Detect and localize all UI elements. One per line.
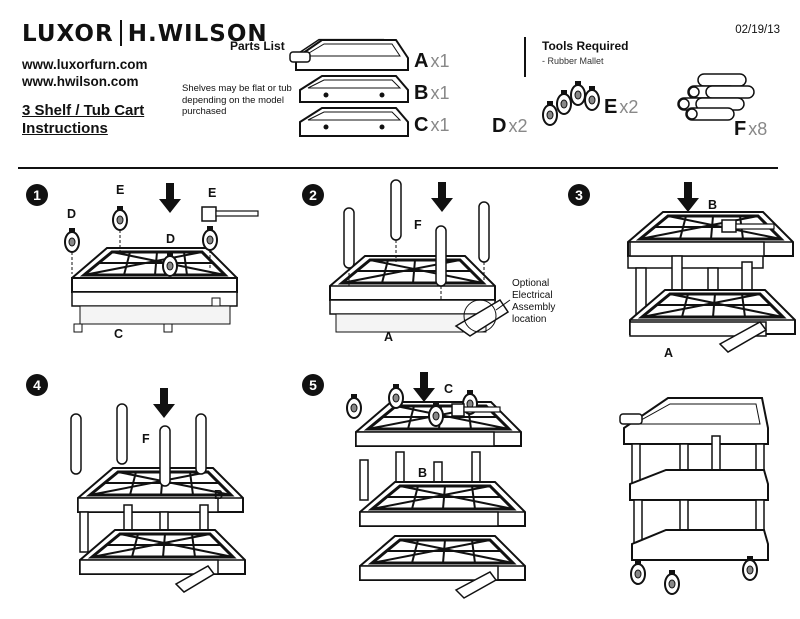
step-1-label-e1: E [116, 183, 125, 197]
parts-list-heading: Parts List [230, 39, 285, 53]
brand-logo: LUXOR H.WILSON [22, 20, 268, 47]
tools-divider [524, 37, 526, 77]
step-2-label-f: F [414, 218, 422, 232]
brand-hwilson: H.WILSON [127, 21, 268, 47]
step-3-label-a: A [664, 346, 674, 360]
step-5-label-b: B [418, 466, 428, 480]
step-1-number: 1 [26, 184, 48, 206]
url-hwilson[interactable]: www.hwilson.com [22, 74, 139, 89]
tools-item: - Rubber Mallet [542, 56, 604, 66]
step-4-label-f: F [142, 432, 150, 446]
step-5-number: 5 [302, 374, 324, 396]
parts-note: Shelves may be flat or tub depending on … [182, 83, 292, 117]
step-4-label-b: B [214, 488, 224, 502]
step-1-label-e2: E [208, 186, 217, 200]
page-title-line-2: Instructions [22, 120, 108, 137]
step-2-number: 2 [302, 184, 324, 206]
brand-separator [119, 20, 122, 46]
step-1-label-d1: D [67, 207, 77, 221]
step-4-number: 4 [26, 374, 48, 396]
page-title-line-1: 3 Shelf / Tub Cart [22, 102, 145, 119]
step-3-number: 3 [568, 184, 590, 206]
step-2-label-a: A [384, 330, 394, 344]
document-date: 02/19/13 [735, 24, 780, 36]
step-5-label-c: C [444, 382, 454, 396]
step-3-label-b: B [708, 198, 718, 212]
brand-luxor: LUXOR [22, 21, 114, 47]
tools-heading: Tools Required [542, 39, 629, 53]
header-divider [18, 167, 778, 169]
step-2-electrical-note: Optional Electrical Assembly location [512, 278, 556, 325]
step-1-label-c: C [114, 327, 124, 341]
url-luxor[interactable]: www.luxorfurn.com [22, 57, 148, 72]
final-cart-drawing [619, 397, 769, 595]
step-1-label-d2: D [166, 232, 176, 246]
